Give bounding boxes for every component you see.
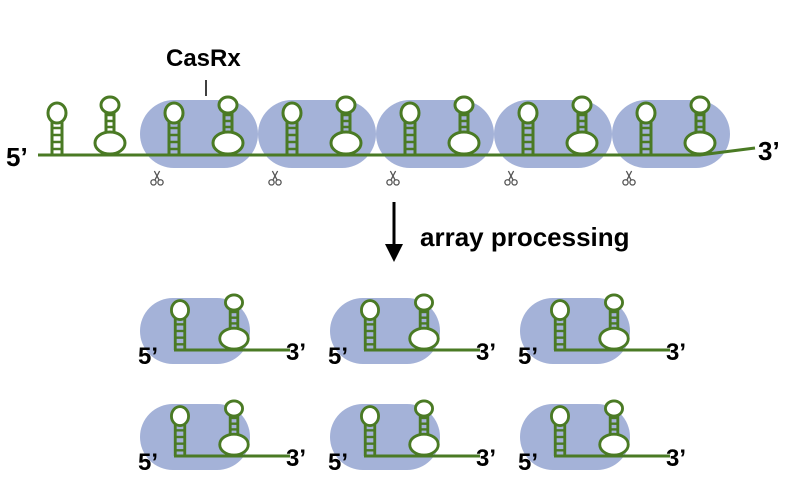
five-prime-label: 5’ — [138, 449, 158, 476]
spacer-hairpin — [281, 101, 303, 155]
spacer-hairpin — [517, 101, 539, 155]
three-prime-label: 3’ — [286, 445, 306, 472]
direct-repeat-hairpin — [218, 399, 250, 457]
five-prime-label: 5’ — [518, 449, 538, 476]
spacer-hairpin — [360, 405, 380, 456]
direct-repeat-hairpin — [408, 399, 440, 457]
scissors-icon — [150, 170, 164, 186]
casrx-protein — [140, 298, 250, 364]
direct-repeat-hairpin — [329, 95, 363, 156]
leader-repeat — [93, 95, 127, 156]
direct-repeat-hairpin — [565, 95, 599, 156]
direct-repeat-hairpin — [447, 95, 481, 156]
scissors-icon — [268, 170, 282, 186]
spacer-hairpin — [170, 405, 190, 456]
casrx-protein — [376, 100, 494, 168]
processed-crrnas: 5’ 3’ 5’ 3’ 5’ 3’ 5’ 3’ 5’ 3’ 5’ 3’ — [138, 293, 686, 476]
casrx-protein — [520, 298, 630, 364]
three-prime-label: 3’ — [666, 445, 686, 472]
five-prime-label: 5’ — [328, 343, 348, 370]
direct-repeat-hairpin — [408, 293, 440, 351]
direct-repeat-hairpin — [218, 293, 250, 351]
processed-crrna: 5’ 3’ — [518, 293, 686, 370]
precursor-rna — [38, 95, 756, 157]
five-prime-label: 5’ — [328, 449, 348, 476]
scissors-icon — [386, 170, 400, 186]
leader-hairpin — [46, 101, 68, 155]
processed-crrna: 5’ 3’ — [518, 399, 686, 476]
processing-step: array processing — [385, 202, 630, 262]
direct-repeat-hairpin — [598, 399, 630, 457]
arrow-head-icon — [385, 244, 403, 262]
casrx-protein — [520, 404, 630, 470]
spacer-hairpin — [635, 101, 657, 155]
three-prime-label: 3’ — [666, 339, 686, 366]
precursor-three-prime-label: 3’ — [758, 136, 780, 166]
direct-repeat-hairpin — [683, 95, 717, 156]
casrx-label: CasRx — [166, 45, 241, 72]
casrx-protein — [140, 404, 250, 470]
three-prime-label: 3’ — [476, 339, 496, 366]
three-prime-label: 3’ — [476, 445, 496, 472]
cleavage-sites — [150, 170, 636, 186]
spacer-hairpin — [550, 299, 570, 350]
processing-label: array processing — [420, 222, 630, 252]
five-prime-label: 5’ — [138, 343, 158, 370]
scissors-icon — [622, 170, 636, 186]
direct-repeat-hairpin — [598, 293, 630, 351]
casrx-protein — [612, 100, 730, 168]
scissors-icon — [504, 170, 518, 186]
precursor-array: CasRx 5’ 3’ — [6, 45, 780, 186]
processed-crrna: 5’ 3’ — [138, 293, 306, 370]
casrx-protein — [330, 404, 440, 470]
direct-repeat-hairpin — [211, 95, 245, 156]
precursor-five-prime-label: 5’ — [6, 142, 28, 172]
processed-crrna: 5’ 3’ — [328, 293, 496, 370]
five-prime-label: 5’ — [518, 343, 538, 370]
casrx-protein — [330, 298, 440, 364]
casrx-protein — [258, 100, 376, 168]
three-prime-label: 3’ — [286, 339, 306, 366]
spacer-hairpin — [170, 299, 190, 350]
casrx-protein — [494, 100, 612, 168]
casrx-protein — [140, 100, 258, 168]
processed-crrna: 5’ 3’ — [138, 399, 306, 476]
spacer-hairpin — [399, 101, 421, 155]
spacer-hairpin — [163, 101, 185, 155]
processed-crrna: 5’ 3’ — [328, 399, 496, 476]
spacer-hairpin — [550, 405, 570, 456]
spacer-hairpin — [360, 299, 380, 350]
